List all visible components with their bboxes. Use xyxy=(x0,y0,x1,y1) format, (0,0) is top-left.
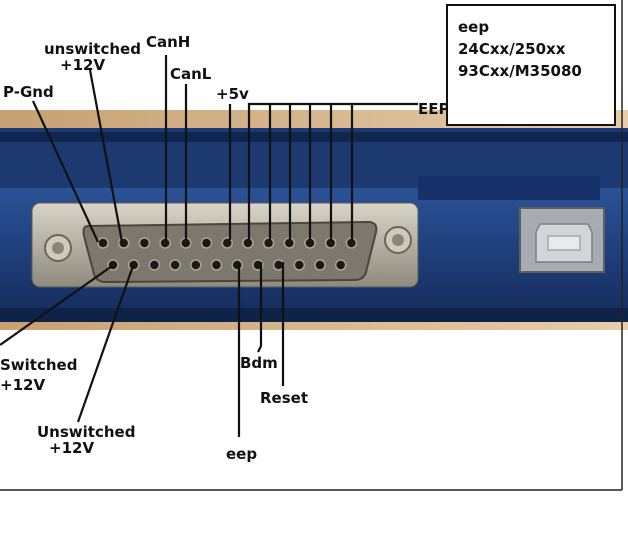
pin-hole-top-6 xyxy=(200,237,213,249)
label-unswitched-bottom-1: Unswitched xyxy=(37,423,135,441)
line-eep-bus xyxy=(247,102,418,240)
label-unswitched-top-2: +12V xyxy=(60,56,105,74)
pin-row-bottom xyxy=(107,259,347,271)
label-p-gnd: P-Gnd xyxy=(3,83,54,101)
device-step xyxy=(418,176,600,200)
pin-hole-bottom-7 xyxy=(231,259,243,271)
usb-b-port-icon xyxy=(519,207,605,273)
pin-hole-bottom-3 xyxy=(148,259,161,271)
info-box-line-2: 24Cxx/250xx xyxy=(458,40,566,58)
pin-hole-top-7 xyxy=(221,237,233,249)
leader-lines xyxy=(0,55,418,437)
usb-port-tongue xyxy=(547,235,581,251)
label-eep-top: EEP xyxy=(418,100,450,118)
pin-hole-top-1 xyxy=(97,237,109,249)
device-photo xyxy=(0,110,628,330)
db25-connector-icon xyxy=(31,202,419,288)
pin-hole-top-9 xyxy=(262,237,275,249)
label-unswitched-bottom-2: +12V xyxy=(49,439,94,457)
pin-hole-bottom-5 xyxy=(190,259,202,271)
mount-screw-right-hole xyxy=(392,234,404,246)
pin-hole-top-3 xyxy=(138,237,151,249)
label-reset: Reset xyxy=(260,389,308,407)
label-canh: CanH xyxy=(146,33,190,51)
device-top-lip xyxy=(0,132,628,142)
label-bdm: Bdm xyxy=(240,354,278,372)
label-canl: CanL xyxy=(170,65,212,83)
pin-hole-bottom-10 xyxy=(293,259,306,271)
line-unswitched-bottom xyxy=(76,265,135,423)
line-p-gnd xyxy=(32,100,99,243)
pin-hole-bottom-11 xyxy=(314,259,326,271)
mount-screw-left-hole xyxy=(52,242,64,254)
label-switched-1: Switched xyxy=(0,356,77,374)
label-unswitched-top-1: unswitched xyxy=(44,40,141,58)
line-bdm xyxy=(257,262,263,353)
pin-hole-bottom-12 xyxy=(334,259,347,271)
label-switched-2: +12V xyxy=(0,376,45,394)
pin-labels: unswitched +12V P-Gnd CanH CanL +5v EEP … xyxy=(0,33,450,463)
label-plus5v: +5v xyxy=(216,85,249,103)
line-unswitched-top xyxy=(88,69,124,243)
eeprom-info-box: eep 24Cxx/250xx 93Cxx/M35080 xyxy=(446,4,616,126)
info-box-line-1: eep xyxy=(458,18,490,36)
pin-hole-top-2 xyxy=(117,237,130,249)
pin-hole-bottom-2 xyxy=(127,259,140,271)
pin-hole-bottom-4 xyxy=(169,259,181,271)
device-bottom-edge xyxy=(0,308,628,322)
label-eep-bottom: eep xyxy=(226,445,257,463)
info-box-line-3: 93Cxx/M35080 xyxy=(458,62,582,80)
pin-hole-bottom-6 xyxy=(210,259,223,271)
line-switched xyxy=(0,265,113,346)
